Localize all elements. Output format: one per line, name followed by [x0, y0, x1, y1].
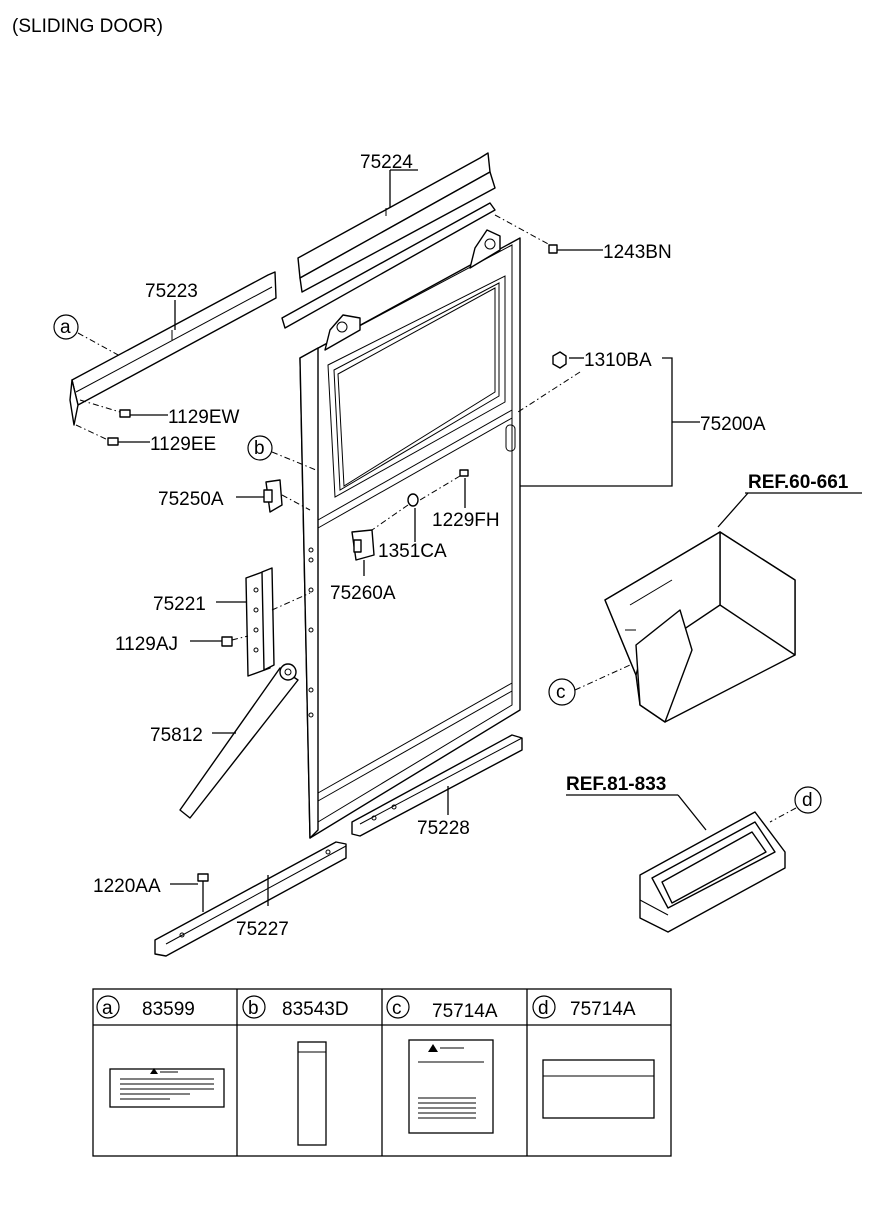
rail-75227	[154, 841, 347, 957]
label-75200A: 75200A	[700, 414, 766, 435]
table-code-b: 83543D	[282, 999, 349, 1020]
labels-table: a 83599 b 83543D c 75714A d 75714A	[92, 988, 672, 1157]
callout-a	[53, 314, 79, 340]
table-code-c: 75714A	[432, 1001, 498, 1022]
ref-81-833-assembly	[639, 811, 786, 933]
label-75227: 75227	[236, 919, 289, 940]
screw-1229FH	[419, 469, 469, 501]
rail-75223	[69, 271, 277, 426]
latch-75260A	[351, 529, 375, 561]
label-b-sticker	[297, 1041, 327, 1146]
label-75260A: 75260A	[330, 583, 396, 604]
table-letter-c: c	[392, 998, 402, 1019]
arm-75812	[179, 663, 299, 819]
label-1220AA: 1220AA	[93, 876, 161, 897]
screw-1129AJ	[221, 635, 249, 647]
nut-1310BA	[517, 351, 581, 413]
clip-1351CA	[371, 493, 419, 531]
callout-d	[794, 786, 822, 814]
table-code-a: 83599	[142, 999, 195, 1020]
callout-a-letter: a	[60, 317, 71, 338]
label-1243BN: 1243BN	[603, 242, 672, 263]
label-c-sticker	[408, 1039, 494, 1134]
callout-b-letter: b	[254, 438, 265, 459]
callout-d-letter: d	[802, 790, 813, 811]
table-code-d: 75714A	[570, 999, 636, 1020]
table-letter-a: a	[102, 998, 113, 1019]
label-1129EE: 1129EE	[150, 434, 216, 455]
warning-triangle-icon	[150, 1068, 158, 1074]
label-75224: 75224	[360, 152, 413, 173]
label-a-sticker	[109, 1068, 225, 1108]
callout-c	[548, 678, 576, 706]
label-75812: 75812	[150, 725, 203, 746]
label-75250A: 75250A	[158, 489, 224, 510]
rail-75221	[245, 567, 311, 677]
label-1351CA: 1351CA	[378, 541, 447, 562]
door-window	[327, 275, 506, 498]
bolt-1243BN	[494, 214, 558, 254]
ref-81-833: REF.81-833	[566, 774, 666, 795]
label-d-sticker	[542, 1059, 655, 1119]
screw-1129EW	[79, 399, 131, 418]
door-roller-bracket	[324, 229, 501, 351]
rail-75224	[281, 152, 496, 329]
callout-c-letter: c	[556, 682, 566, 703]
ref-60-661-assembly	[604, 531, 796, 723]
striker-75250A	[263, 479, 311, 513]
ref-60-661: REF.60-661	[748, 472, 849, 493]
label-1129AJ: 1129AJ	[115, 634, 178, 655]
diagram-title: (SLIDING DOOR)	[12, 16, 163, 37]
label-1310BA: 1310BA	[584, 350, 652, 371]
label-75223: 75223	[145, 281, 198, 302]
warning-triangle-icon	[428, 1044, 438, 1052]
rail-75228	[351, 734, 523, 837]
screw-1129EE	[75, 424, 119, 446]
table-letter-b: b	[248, 998, 259, 1019]
callout-b	[247, 435, 273, 461]
table-letter-d: d	[538, 998, 549, 1019]
label-75228: 75228	[417, 818, 470, 839]
label-75221: 75221	[153, 594, 206, 615]
label-1229FH: 1229FH	[432, 510, 500, 531]
door-panel-assembly	[299, 229, 521, 839]
label-1129EW: 1129EW	[168, 407, 240, 428]
